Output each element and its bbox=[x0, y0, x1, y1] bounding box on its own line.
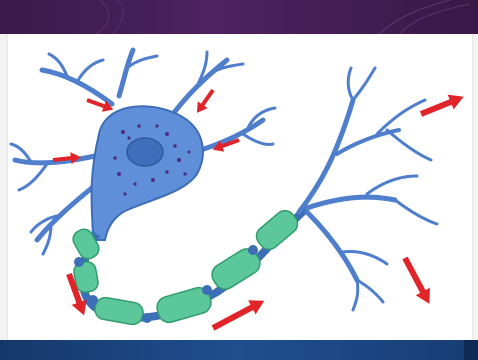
footer-band bbox=[0, 340, 478, 360]
footer-corner bbox=[464, 340, 478, 360]
title-band bbox=[0, 0, 478, 34]
neuron-illustration bbox=[7, 34, 471, 340]
arrow-icon bbox=[398, 254, 437, 307]
arrow-icon bbox=[418, 89, 467, 121]
decorative-curves bbox=[0, 0, 478, 34]
arrow-icon bbox=[209, 294, 268, 335]
left-margin bbox=[0, 34, 7, 340]
nucleus bbox=[127, 138, 163, 166]
